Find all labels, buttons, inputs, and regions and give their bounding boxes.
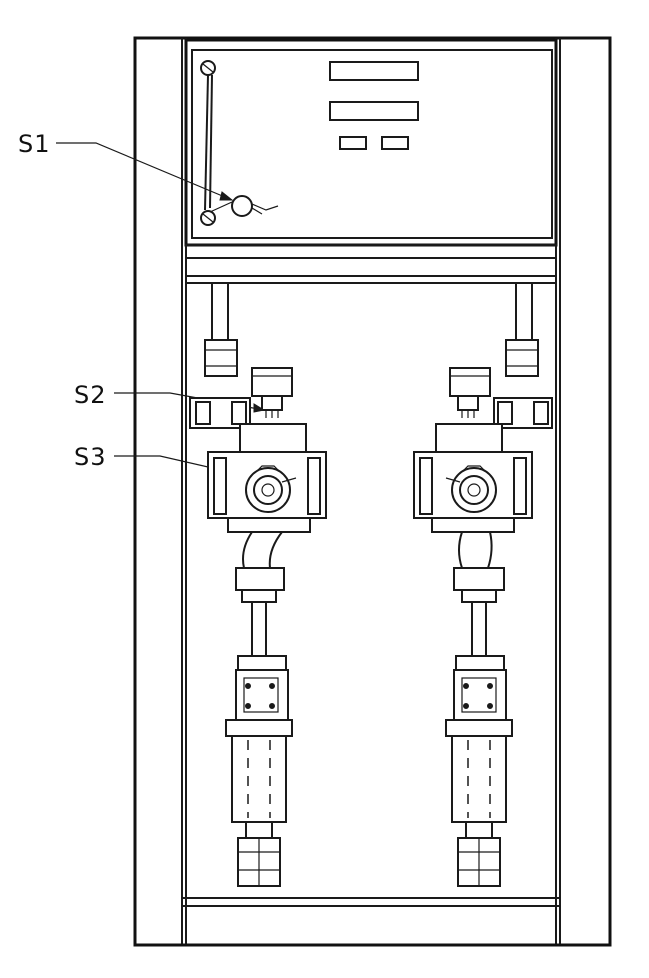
display-window-small-right — [381, 136, 409, 150]
pump-unit-right — [413, 282, 553, 887]
base-plinth — [135, 897, 610, 947]
display-window-top — [329, 61, 419, 81]
label-s3-text: S3 — [74, 443, 107, 471]
s1-lever-assembly — [200, 60, 279, 226]
display-window-middle — [329, 101, 419, 121]
label-s2-text: S2 — [74, 381, 107, 409]
display-window-small-left — [339, 136, 367, 150]
pump-unit-left — [189, 282, 327, 887]
label-s1-text: S1 — [18, 130, 51, 158]
display-head — [184, 38, 558, 284]
label-s1: S1 — [18, 130, 234, 201]
